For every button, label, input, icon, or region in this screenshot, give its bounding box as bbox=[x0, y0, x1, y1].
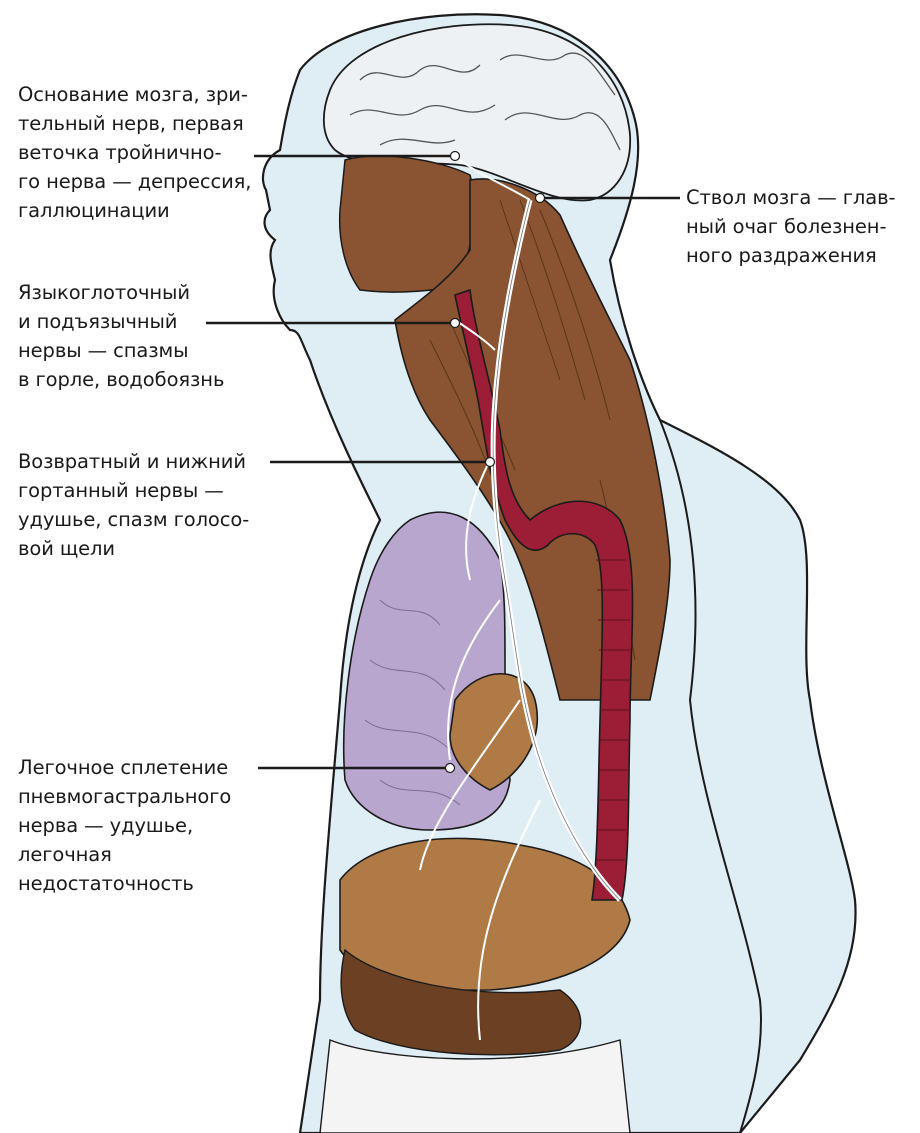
callout-brain-base: Основание мозга, зри- тельный нерв, перв… bbox=[18, 80, 251, 225]
callout-glossopharyngeal: Языкоглоточный и подъязычный нервы — спа… bbox=[18, 278, 224, 394]
callout-pulmonary-plexus: Легочное сплетение пневмогастрального не… bbox=[18, 753, 231, 898]
callout-brain-stem: Ствол мозга — глав- ный очаг болезнен- н… bbox=[686, 183, 895, 270]
callout-laryngeal: Возвратный и нижний гортанный нервы — уд… bbox=[18, 447, 249, 563]
